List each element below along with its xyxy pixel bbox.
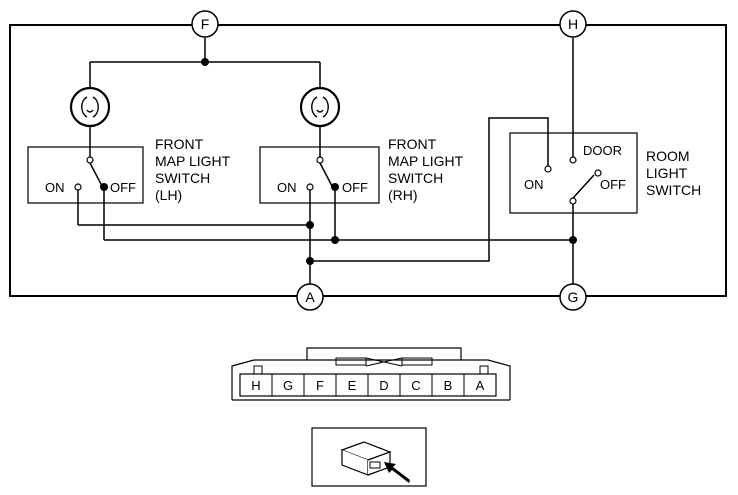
front-map-light-switch-rh-box: [259, 146, 380, 204]
bulb-icon-lh: [69, 86, 111, 128]
svg-text:G: G: [568, 289, 579, 305]
connector-f: F: [191, 10, 219, 38]
lh-on-label: ON: [45, 180, 65, 195]
connector-view-icon: [311, 427, 427, 487]
svg-text:A: A: [305, 289, 315, 305]
junction-dot: [201, 58, 209, 66]
connector-pin-c: C: [411, 378, 420, 393]
rh-off-label: OFF: [342, 180, 368, 195]
lh-label-line4: (LH): [155, 187, 182, 203]
room-off-label: OFF: [600, 177, 626, 192]
rh-label-line3: SWITCH: [388, 170, 443, 186]
bulb-icon-rh: [299, 86, 341, 128]
circuit-frame: [9, 24, 727, 297]
connector-pin-f: F: [316, 378, 324, 393]
room-label-line2: LIGHT: [646, 165, 688, 181]
junction-dot: [306, 221, 314, 229]
connector-pin-b: B: [444, 378, 453, 393]
room-label-line1: ROOM: [646, 148, 690, 164]
rh-label-line2: MAP LIGHT: [388, 153, 464, 169]
rh-on-label: ON: [277, 180, 297, 195]
room-label-line3: SWITCH: [646, 182, 701, 198]
front-map-light-switch-lh-box: [27, 146, 144, 204]
rh-label-line1: FRONT: [388, 136, 437, 152]
lh-label-line3: SWITCH: [155, 170, 210, 186]
connector-pin-g: G: [283, 378, 293, 393]
connector-a: A: [296, 283, 324, 311]
connector-face-diagram: [231, 347, 511, 401]
room-on-label: ON: [524, 177, 544, 192]
connector-pin-d: D: [379, 378, 388, 393]
connector-h: H: [559, 10, 587, 38]
room-door-label: DOOR: [583, 143, 622, 158]
junction-dot: [331, 236, 339, 244]
connector-g: G: [559, 283, 587, 311]
connector-pin-e: E: [348, 378, 357, 393]
svg-text:F: F: [201, 16, 210, 32]
lh-off-label: OFF: [110, 180, 136, 195]
lh-label-line2: MAP LIGHT: [155, 153, 231, 169]
rh-label-line4: (RH): [388, 187, 418, 203]
connector-pin-h: H: [251, 378, 260, 393]
svg-text:H: H: [568, 16, 578, 32]
lh-label-line1: FRONT: [155, 136, 204, 152]
connector-pin-a: A: [476, 378, 485, 393]
